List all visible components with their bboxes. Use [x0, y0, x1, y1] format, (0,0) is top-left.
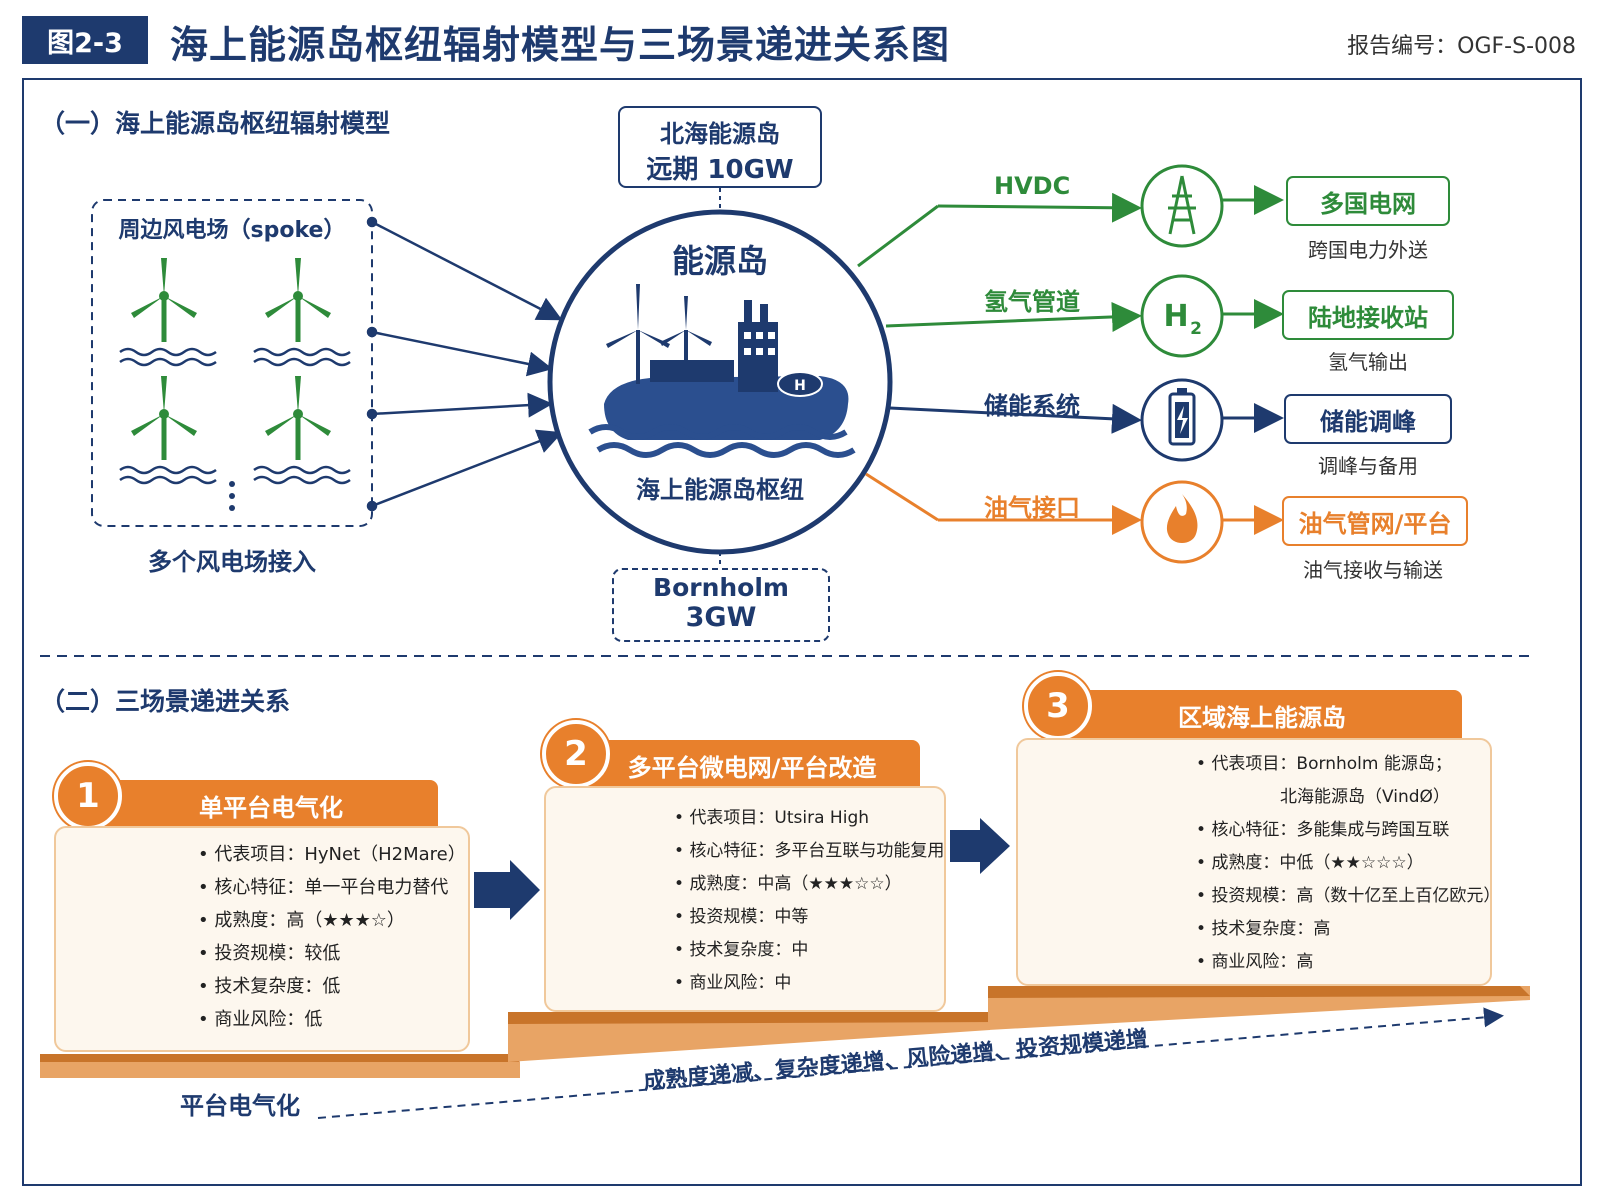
list-item: 投资规模：中等 [674, 901, 944, 934]
list-item: 代表项目：Bornholm 能源岛； [1196, 748, 1500, 781]
target-desc: 氢气输出 [1328, 350, 1408, 374]
list-item: 核心特征：多平台互联与功能复用 [674, 835, 944, 868]
section2-title: （二）三场景递进关系 [40, 687, 291, 716]
bottom-label: 平台电气化 [180, 1092, 300, 1120]
channel-oilgas-label: 油气接口 [984, 494, 1080, 522]
trend-arrow [317, 1007, 1504, 1119]
list-item: 核心特征：单一平台电力替代 [198, 871, 466, 904]
channel-hydrogen-label: 氢气管道 [984, 288, 1080, 316]
list-item: 成熟度：高（★★★☆） [198, 904, 466, 937]
list-item: 投资规模：较低 [198, 937, 466, 970]
north-sea-island-note: 北海能源岛 远期 10GW [618, 106, 822, 188]
svg-text:H: H [794, 378, 806, 394]
wind-group-label: 周边风电场（spoke） [118, 218, 346, 243]
wind-turbine-icon [254, 258, 350, 365]
section1-title: （一）海上能源岛枢纽辐射模型 [40, 109, 391, 138]
list-item: 成熟度：中低（★★☆☆☆） [1196, 847, 1500, 880]
staircase [40, 986, 1530, 1078]
list-item: 核心特征：多能集成与跨国互联 [1196, 814, 1500, 847]
target-desc: 油气接收与输送 [1303, 558, 1443, 582]
stage3-list: 代表项目：Bornholm 能源岛； 北海能源岛（VindØ） 核心特征：多能集… [1196, 748, 1500, 979]
target-oilgas-network: 油气管网/平台 [1282, 496, 1468, 546]
figure-badge: 图2-3 [22, 16, 148, 64]
stage3-number: 3 [1024, 672, 1092, 740]
list-item: 代表项目：HyNet（H2Mare） [198, 838, 465, 871]
target-desc: 调峰与备用 [1318, 454, 1418, 478]
stage1-card: 代表项目：HyNet（H2Mare） 核心特征：单一平台电力替代 成熟度：高（★… [54, 826, 470, 1052]
target-storage-peaking: 储能调峰 [1284, 394, 1452, 444]
target-multinational-grid: 多国电网 [1286, 176, 1450, 226]
list-item: 投资规模：高（数十亿至上百亿欧元） [1196, 880, 1500, 913]
list-item: 商业风险：高 [1196, 946, 1500, 979]
list-item: 技术复杂度：高 [1196, 913, 1500, 946]
wind-turbine-icon [254, 376, 350, 483]
transmission-tower-icon [1168, 175, 1196, 235]
figure-title: 海上能源岛枢纽辐射模型与三场景递进关系图 [170, 23, 951, 67]
list-item: 商业风险：低 [198, 1003, 466, 1036]
svg-text:2: 2 [1190, 319, 1202, 339]
hydrogen-icon: H [1163, 299, 1188, 334]
channel-storage-label: 储能系统 [984, 392, 1080, 420]
target-onshore-terminal: 陆地接收站 [1282, 290, 1454, 340]
list-item: 技术复杂度：中 [674, 934, 944, 967]
spoke-arrows [366, 216, 563, 512]
figure-frame [22, 78, 1582, 1186]
list-item: 商业风险：中 [674, 967, 944, 1000]
stage2-title: 多平台微电网/平台改造 [584, 740, 920, 790]
stage1-number: 1 [54, 762, 122, 830]
note-line2: 3GW [685, 602, 757, 633]
stage3-title: 区域海上能源岛 [1062, 690, 1462, 740]
stage2-card: 代表项目：Utsira High 核心特征：多平台互联与功能复用 成熟度：中高（… [544, 786, 946, 1012]
hydrogen-icon-circle [1140, 274, 1224, 358]
transmission-tower-icon-circle [1140, 164, 1224, 248]
list-item: 北海能源岛（VindØ） [1280, 787, 1450, 807]
hub-title: 能源岛 [671, 242, 768, 280]
flame-icon [1166, 494, 1198, 543]
wind-group-caption: 多个风电场接入 [148, 548, 316, 576]
wind-turbine-icon [120, 258, 216, 365]
report-number: 报告编号：OGF-S-008 [1347, 34, 1576, 59]
stage1-list: 代表项目：HyNet（H2Mare） 核心特征：单一平台电力替代 成熟度：高（★… [198, 838, 466, 1036]
stage2-number: 2 [542, 720, 610, 788]
target-desc: 跨国电力外送 [1308, 238, 1428, 262]
wind-turbine-icon [120, 376, 216, 483]
list-item: 技术复杂度：低 [198, 970, 466, 1003]
note-line1: 北海能源岛 [660, 120, 780, 148]
note-line1: Bornholm [653, 573, 789, 602]
bornholm-note: Bornholm 3GW [612, 568, 830, 642]
note-line2: 远期 10GW [646, 155, 794, 185]
list-item: 成熟度：中高（★★★☆☆） [674, 868, 944, 901]
energy-island-icon: H [588, 284, 856, 458]
stage3-card: 代表项目：Bornholm 能源岛； 北海能源岛（VindØ） 核心特征：多能集… [1016, 738, 1500, 986]
list-item: 代表项目：Utsira High [674, 802, 944, 835]
battery-icon [1168, 388, 1196, 446]
stage1-title: 单平台电气化 [104, 780, 438, 830]
stage2-list: 代表项目：Utsira High 核心特征：多平台互联与功能复用 成熟度：中高（… [674, 802, 944, 1000]
hub-caption: 海上能源岛枢纽 [636, 476, 804, 504]
wind-farm-group-box [91, 199, 373, 527]
channel-hvdc-label: HVDC [994, 172, 1071, 200]
